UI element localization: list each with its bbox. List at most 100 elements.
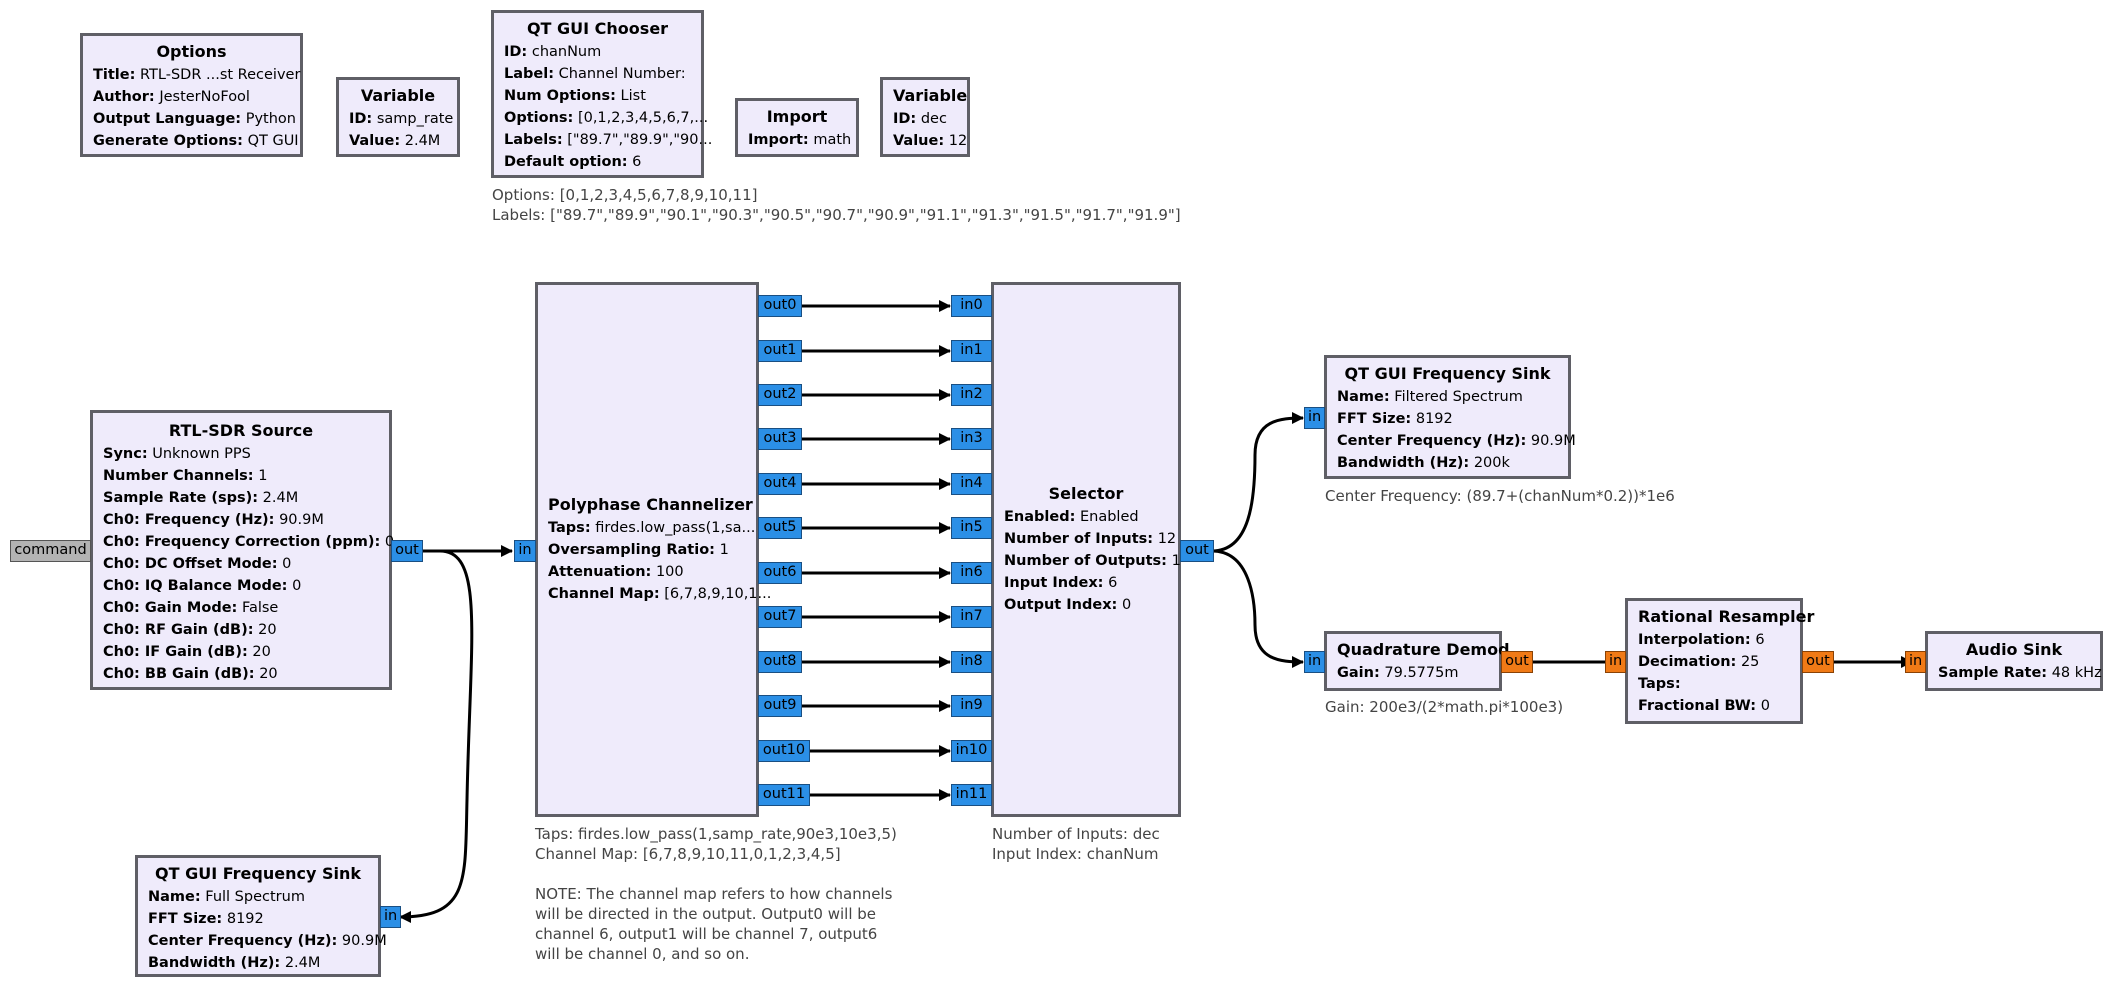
freq-sink-filtered-title: QT GUI Frequency Sink [1344,364,1551,383]
freq-sink-filtered-fft: FFT Size: 8192 [1337,411,1453,427]
selector-prop-num-outputs: Number of Outputs: 1 [1004,552,1181,569]
selector-in0-port[interactable]: in0 [951,295,992,317]
selector-in5-port[interactable]: in5 [951,517,992,539]
chooser-block[interactable]: QT GUI Chooser ID: chanNum Label: Channe… [491,10,713,178]
rtl-prop-rf-gain: Ch0: RF Gain (dB): 20 [103,622,277,638]
polyphase-in-port[interactable]: in [514,540,536,562]
variable-samp-rate-id: ID: samp_rate [349,111,454,127]
variable-dec-id: ID: dec [893,111,947,127]
selector-in6-port[interactable]: in6 [951,562,992,584]
selector-in1-port[interactable]: in1 [951,340,992,362]
rtl-out-port[interactable]: out [391,540,423,562]
variable-dec-title: Variable [893,86,968,105]
selector-comment: Number of Inputs: dec Input Index: chanN… [992,825,1160,863]
chooser-prop-num-options: Num Options: List [504,88,646,104]
audio-sink-block[interactable]: Audio Sink Sample Rate: 48 kHz [1925,631,2103,691]
selector-in8-port[interactable]: in8 [951,651,992,673]
rtl-prop-sample-rate: Sample Rate (sps): 2.4M [103,490,299,506]
polyphase-out11-port[interactable]: out11 [758,784,810,806]
freq-sink-full-fft: FFT Size: 8192 [148,911,264,927]
freq-sink-filtered-in-port[interactable]: in [1304,407,1325,429]
audio-sink-title: Audio Sink [1965,640,2063,659]
resampler-out-port[interactable]: out [1802,651,1834,673]
polyphase-out1-port[interactable]: out1 [758,340,802,362]
freq-sink-filtered-bandwidth: Bandwidth (Hz): 200k [1337,455,1510,471]
freq-sink-full-block[interactable]: QT GUI Frequency Sink Name: Full Spectru… [135,855,387,977]
variable-dec-value: Value: 12 [893,133,968,149]
audio-sink-in-port[interactable]: in [1905,651,1926,673]
rtl-prop-if-gain: Ch0: IF Gain (dB): 20 [103,644,271,660]
options-title: Options [156,42,227,61]
quad-demod-out-port[interactable]: out [1501,651,1533,673]
rtl-sdr-source-block[interactable]: RTL-SDR Source Sync: Unknown PPS Number … [90,410,395,690]
import-block[interactable]: Import Import: math [735,98,859,157]
polyphase-out3-port[interactable]: out3 [758,428,802,450]
rtl-sdr-source-title: RTL-SDR Source [168,421,314,440]
quad-demod-title: Quadrature Demod [1337,640,1510,659]
rtl-prop-channels: Number Channels: 1 [103,468,268,484]
resampler-title: Rational Resampler [1638,607,1815,626]
quad-demod-block[interactable]: Quadrature Demod Gain: 79.5775m [1324,631,1510,691]
freq-sink-filtered-comment: Center Frequency: (89.7+(chanNum*0.2))*1… [1325,487,1675,505]
polyphase-title: Polyphase Channelizer [548,494,753,514]
selector-in3-port[interactable]: in3 [951,428,992,450]
freq-sink-full-bandwidth: Bandwidth (Hz): 2.4M [148,955,321,971]
import-title: Import [766,107,828,126]
freq-sink-filtered-name: Name: Filtered Spectrum [1337,389,1523,405]
options-prop-author: Author: JesterNoFool [93,89,250,105]
selector-in7-port[interactable]: in7 [951,606,992,628]
rtl-prop-iq-balance: Ch0: IQ Balance Mode: 0 [103,578,302,594]
selector-block[interactable]: Selector Enabled: Enabled Number of Inpu… [991,282,1181,817]
resampler-in-port[interactable]: in [1605,651,1626,673]
selector-in2-port[interactable]: in2 [951,384,992,406]
polyphase-out6-port[interactable]: out6 [758,562,802,584]
variable-samp-rate-block[interactable]: Variable ID: samp_rate Value: 2.4M [336,77,460,157]
options-block[interactable]: Options Title: RTL-SDR ...st Receiver Au… [80,33,303,157]
quad-demod-prop-gain: Gain: 79.5775m [1337,665,1459,681]
selector-in9-port[interactable]: in9 [951,695,992,717]
polyphase-prop-oversampling: Oversampling Ratio: 1 [548,541,729,558]
polyphase-out9-port[interactable]: out9 [758,695,802,717]
polyphase-out4-port[interactable]: out4 [758,473,802,495]
rtl-prop-dc-offset: Ch0: DC Offset Mode: 0 [103,556,292,572]
polyphase-out2-port[interactable]: out2 [758,384,802,406]
polyphase-out7-port[interactable]: out7 [758,606,802,628]
variable-samp-rate-title: Variable [360,86,436,105]
freq-sink-full-in-port[interactable]: in [380,906,401,928]
options-prop-title: Title: RTL-SDR ...st Receiver [93,67,301,83]
polyphase-prop-channel-map: Channel Map: [6,7,8,9,10,1... [548,585,772,602]
polyphase-out10-port[interactable]: out10 [758,740,810,762]
wire-selector-to-demod [1211,549,1304,668]
rational-resampler-block[interactable]: Rational Resampler Interpolation: 6 Deci… [1625,598,1815,724]
polyphase-prop-attenuation: Attenuation: 100 [548,563,684,580]
chooser-prop-label: Label: Channel Number: [504,66,686,82]
polyphase-channelizer-block[interactable]: Polyphase Channelizer Taps: firdes.low_p… [535,282,772,817]
selector-out-port[interactable]: out [1180,540,1214,562]
import-prop-import: Import: math [748,132,852,148]
quad-demod-in-port[interactable]: in [1304,651,1325,673]
wire-selector-to-filtered-sink [1211,412,1304,553]
chooser-prop-labels: Labels: ["89.7","89.9","90... [504,132,713,148]
variable-dec-block[interactable]: Variable ID: dec Value: 12 [880,77,970,157]
chooser-comment: Options: [0,1,2,3,4,5,6,7,8,9,10,11] Lab… [492,186,1181,224]
selector-in10-port[interactable]: in10 [951,740,992,762]
audio-sink-prop-rate: Sample Rate: 48 kHz [1938,665,2102,681]
chooser-title: QT GUI Chooser [526,19,669,38]
rtl-command-port[interactable]: command [10,540,91,562]
polyphase-out8-port[interactable]: out8 [758,651,802,673]
chooser-prop-id: ID: chanNum [504,44,602,60]
rtl-prop-freq-correction: Ch0: Frequency Correction (ppm): 0 [103,534,395,550]
freq-sink-full-name: Name: Full Spectrum [148,889,305,905]
polyphase-comment: Taps: firdes.low_pass(1,samp_rate,90e3,1… [535,825,897,963]
resampler-prop-decimation: Decimation: 25 [1638,654,1760,670]
selector-in4-port[interactable]: in4 [951,473,992,495]
polyphase-out5-port[interactable]: out5 [758,517,802,539]
rtl-prop-bb-gain: Ch0: BB Gain (dB): 20 [103,666,278,682]
freq-sink-filtered-block[interactable]: QT GUI Frequency Sink Name: Filtered Spe… [1324,355,1576,479]
selector-title: Selector [1048,483,1124,503]
polyphase-out0-port[interactable]: out0 [758,295,802,317]
resampler-prop-taps: Taps: [1638,676,1681,692]
options-prop-language: Output Language: Python [93,111,296,127]
selector-in11-port[interactable]: in11 [951,784,992,806]
